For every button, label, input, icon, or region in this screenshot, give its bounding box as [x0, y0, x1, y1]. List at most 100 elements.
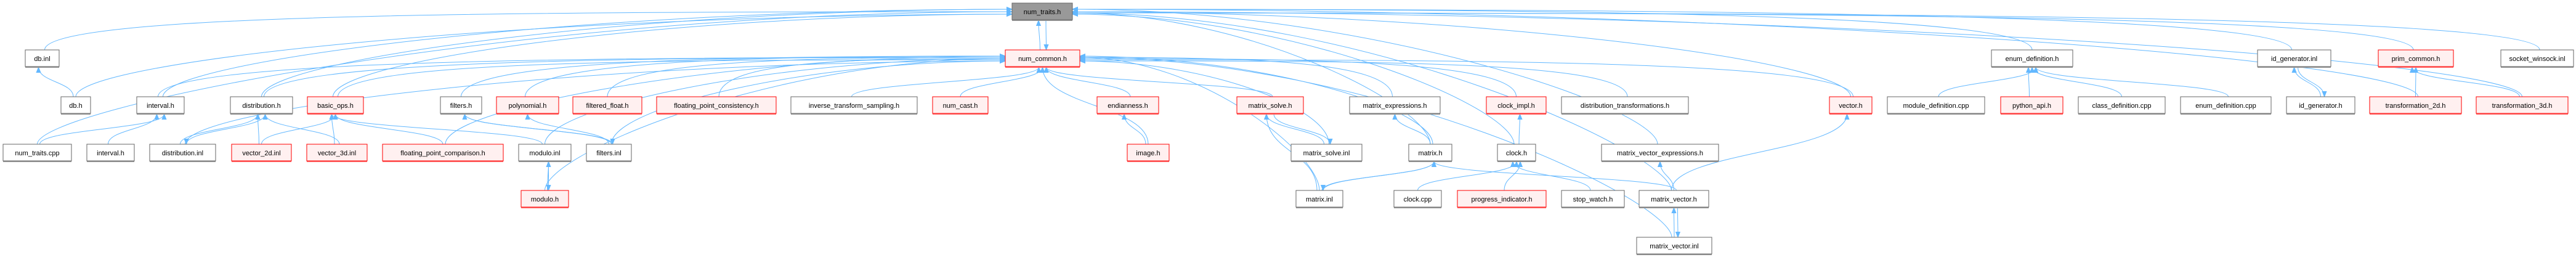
node-distribution-transformations-h[interactable]: distribution_transformations.h [1561, 96, 1689, 115]
node-enum-definition-cpp[interactable]: enum_definition.cpp [2180, 96, 2272, 115]
node-matrix-solve-h[interactable]: matrix_solve.h [1236, 96, 1304, 115]
node-label: filters.inl [596, 150, 621, 157]
node-clock-h[interactable]: clock.h [1497, 144, 1536, 162]
node-transformation-2d-h[interactable]: transformation_2d.h [2369, 96, 2462, 115]
node-box [1290, 144, 1363, 161]
node-label: modulo.inl [529, 150, 560, 157]
edge-matrix_vector_h-to-matrix_h [1434, 161, 1677, 191]
node-vector-3d-inl[interactable]: vector_3d.inl [306, 144, 368, 162]
node-label: class_definition.cpp [2092, 102, 2151, 110]
edge-matrix_solve_inl-to-matrix_solve_h [1266, 113, 1324, 145]
node-box [586, 144, 632, 161]
node-matrix-h[interactable]: matrix.h [1408, 144, 1452, 162]
node-box [2378, 49, 2454, 67]
node-label: db.inl [34, 55, 50, 63]
node-python-api-h[interactable]: python_api.h [2000, 96, 2064, 115]
node-matrix-vector-expressions-h[interactable]: matrix_vector_expressions.h [1601, 144, 1719, 162]
node-matrix-inl[interactable]: matrix.inl [1295, 190, 1343, 208]
node-distribution-h[interactable]: distribution.h [230, 96, 293, 115]
edge-clock_h-to-num_traits_h [1072, 14, 1515, 145]
node-fp-comparison-h[interactable]: floating_point_comparison.h [382, 144, 504, 162]
node-fp-consistency-h[interactable]: floating_point_consistency.h [656, 96, 777, 115]
edge-image_h-to-num_common_h [1043, 67, 1149, 145]
node-matrix-solve-inl[interactable]: matrix_solve.inl [1290, 144, 1363, 162]
node-box [440, 96, 482, 114]
node-label: num_traits.cpp [15, 150, 59, 157]
node-image-h[interactable]: image.h [1127, 144, 1170, 162]
node-matrix-expressions-h[interactable]: matrix_expressions.h [1349, 96, 1441, 115]
node-label: id_generator.h [2299, 102, 2342, 110]
node-interval-h[interactable]: interval.h [136, 96, 185, 115]
edge-python_api_h-to-enum_definition_h [2028, 67, 2030, 97]
node-modulo-h[interactable]: modulo.h [520, 190, 569, 208]
node-stop-watch-h[interactable]: stop_watch.h [1561, 190, 1625, 208]
node-label: vector_2d.inl [242, 150, 280, 157]
node-box [1011, 2, 1073, 20]
node-class-definition-cpp[interactable]: class_definition.cpp [2078, 96, 2166, 115]
node-endianness-h[interactable]: endianness.h [1096, 96, 1159, 115]
node-label: vector_3d.inl [318, 150, 356, 157]
node-box [1096, 96, 1159, 114]
edge-matrix_h-to-matrix_inl [1323, 161, 1435, 191]
edge-matrix_vector_h-to-matrix_vector_expressions_h [1660, 161, 1674, 191]
node-filtered-float-h[interactable]: filtered_float.h [572, 96, 642, 115]
node-inverse-transform-sampling-h[interactable]: inverse_transform_sampling.h [790, 96, 918, 115]
node-label: id_generator.inl [2271, 55, 2317, 63]
node-label: progress_indicator.h [1471, 196, 1532, 203]
node-modulo-inl[interactable]: modulo.inl [518, 144, 572, 162]
node-box [307, 96, 364, 114]
node-box [656, 96, 777, 114]
node-module-definition-cpp[interactable]: module_definition.cpp [1887, 96, 1985, 115]
edge-progress_indicator_h-to-clock_h [1504, 161, 1520, 191]
edge-matrix_solve_h-to-num_common_h [1047, 67, 1273, 97]
edge-matrix_solve_h-to-matrix_solve_inl [1273, 113, 1331, 145]
edge-num_traits_h-to-num_common_h [1046, 20, 1047, 50]
node-filters-inl[interactable]: filters.inl [586, 144, 632, 162]
node-box [1561, 190, 1625, 208]
node-id-generator-inl[interactable]: id_generator.inl [2257, 49, 2331, 68]
node-polynomial-h[interactable]: polynomial.h [496, 96, 559, 115]
node-num-cast-h[interactable]: num_cast.h [932, 96, 989, 115]
node-vector-2d-inl[interactable]: vector_2d.inl [231, 144, 292, 162]
node-transformation-3d-h[interactable]: transformation_3d.h [2476, 96, 2569, 115]
node-matrix-vector-inl[interactable]: matrix_vector.inl [1636, 237, 1712, 255]
node-label: enum_definition.cpp [2195, 102, 2256, 110]
node-distribution-inl[interactable]: distribution.inl [149, 144, 216, 162]
node-enum-definition-h[interactable]: enum_definition.h [1991, 49, 2073, 68]
node-box [1236, 96, 1304, 114]
node-label: db.h [69, 102, 82, 110]
node-progress-indicator-h[interactable]: progress_indicator.h [1457, 190, 1547, 208]
node-label: transformation_3d.h [2492, 102, 2553, 110]
node-db-inl[interactable]: db.inl [25, 49, 60, 68]
node-box [520, 190, 569, 208]
edge-vector_2d_inl-to-distribution_h [258, 114, 259, 145]
node-num-common-h[interactable]: num_common.h [1005, 49, 1080, 68]
node-interval-h-2[interactable]: interval.h [86, 144, 135, 162]
edge-modulo_h-to-num_common_h [545, 59, 1006, 191]
node-box [136, 96, 185, 114]
edge-vector_3d_inl-to-distribution_h [265, 113, 340, 145]
node-prim-common-h[interactable]: prim_common.h [2378, 49, 2454, 68]
node-clock-cpp[interactable]: clock.cpp [1393, 190, 1442, 208]
edge-class_definition_cpp-to-enum_definition_h [2032, 67, 2122, 97]
node-box [1295, 190, 1343, 208]
node-num-traits-cpp[interactable]: num_traits.cpp [2, 144, 72, 162]
edge-distribution_inl-to-distribution_h [180, 113, 258, 145]
node-socket-winsock-inl[interactable]: socket_winsock.inl [2500, 49, 2574, 68]
node-box [932, 96, 989, 114]
node-box [572, 96, 642, 114]
node-basic-ops-h[interactable]: basic_ops.h [307, 96, 364, 115]
node-box [25, 49, 60, 67]
node-box [2078, 96, 2166, 114]
node-filters-h[interactable]: filters.h [440, 96, 482, 115]
node-id-generator-h[interactable]: id_generator.h [2286, 96, 2355, 115]
node-vector-h[interactable]: vector.h [1829, 96, 1873, 115]
node-matrix-vector-h[interactable]: matrix_vector.h [1638, 190, 1709, 208]
node-box [2476, 96, 2569, 114]
node-clock-impl-h[interactable]: clock_impl.h [1486, 96, 1547, 115]
edge-module_definition_cpp-to-enum_definition_h [1938, 67, 2036, 97]
node-box [2369, 96, 2462, 114]
node-db-h[interactable]: db.h [60, 96, 91, 115]
edge-matrix_vector_inl-to-num_common_h [1080, 57, 1672, 238]
